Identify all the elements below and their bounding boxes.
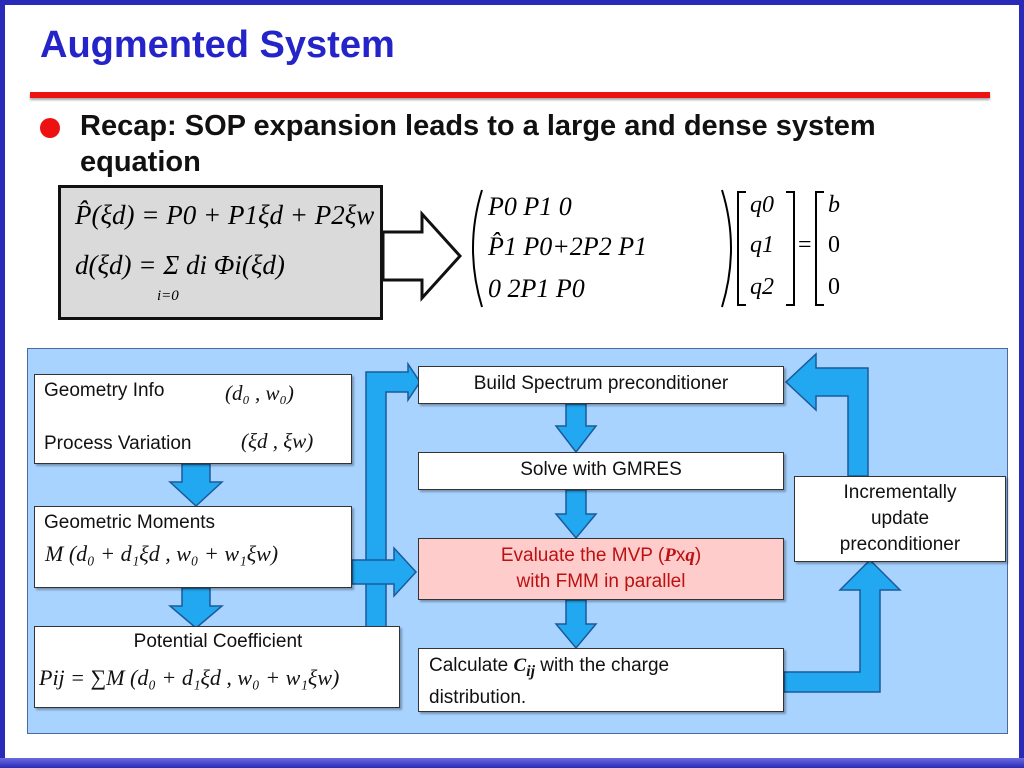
calculate-ij: ij	[526, 662, 535, 680]
matrix-left-paren	[472, 189, 483, 308]
geometric-moments-math: M (d₀ + d₁ξd , w₀ + w₁ξw)	[45, 541, 279, 566]
incremental-line2: update	[870, 508, 930, 529]
incremental-line3: preconditioner	[839, 534, 961, 555]
slide-frame-top	[0, 0, 1024, 5]
rhs-2: 0	[828, 232, 840, 258]
calculate-line2: distribution.	[429, 686, 527, 708]
sum-index: i=0	[157, 288, 179, 304]
evaluate-mvp-q: q	[685, 545, 695, 566]
down-arrow-icon	[554, 599, 598, 650]
down-arrow-icon	[168, 463, 224, 508]
calculate-C: C	[513, 655, 527, 676]
build-spectrum-label: Build Spectrum preconditioner	[473, 373, 729, 394]
augmented-matrix-equation: P0 P1 0 P̂1 P0+2P2 P1 0 2P1 P0 q0 q1 q2 …	[460, 186, 860, 311]
unknown-3: q2	[750, 274, 774, 300]
right-arrow-icon	[381, 210, 463, 302]
equation-line-1: P̂(ξd) = P0 + P1ξd + P2ξw	[75, 200, 375, 230]
equals-sign: =	[798, 232, 812, 258]
slide-frame-right	[1019, 0, 1024, 768]
down-arrow-icon	[167, 587, 225, 629]
matrix-row-2: P̂1 P0+2P2 P1	[488, 232, 648, 261]
matrix-brackets-svg	[472, 189, 824, 308]
title-underline	[30, 92, 990, 98]
recap-bullet-text: Recap: SOP expansion leads to a large an…	[80, 110, 876, 178]
up-left-arrow-icon	[784, 352, 869, 477]
evaluate-mvp-box: Evaluate the MVP (Pxq) with FMM in paral…	[418, 538, 784, 600]
down-arrow-icon	[554, 403, 598, 454]
geometry-info-math: (d₀ , w₀)	[225, 381, 294, 405]
calculate-line1: Calculate Cij with the charge	[429, 653, 783, 685]
evaluate-mvp-P: P	[664, 545, 676, 566]
geometric-moments-box: Geometric Moments M (d₀ + d₁ξd , w₀ + w₁…	[34, 506, 352, 588]
equation-line-2: d(ξd) = Σ di Φi(ξd)	[75, 250, 285, 280]
geometry-info-label: Geometry Info	[44, 380, 165, 401]
build-spectrum-box: Build Spectrum preconditioner	[418, 366, 784, 404]
potential-coefficient-math: Pij = ∑M (d₀ + d₁ξd , w₀ + w₁ξw)	[39, 665, 340, 690]
calculate-prefix: Calculate	[429, 655, 514, 676]
geometric-moments-label: Geometric Moments	[44, 512, 216, 533]
unknowns-left-bracket	[737, 191, 746, 306]
sop-equation-box: P̂(ξd) = P0 + P1ξd + P2ξw d(ξd) = Σ di Φ…	[58, 185, 383, 320]
rhs-1: b	[828, 192, 840, 218]
up-arrow-icon	[783, 558, 902, 693]
right-arrow-icon	[351, 546, 418, 598]
unknowns-right-bracket	[786, 191, 795, 306]
rhs-3: 0	[828, 274, 840, 300]
matrix-right-paren	[721, 189, 732, 308]
down-arrow-icon	[554, 489, 598, 540]
process-variation-label: Process Variation	[44, 433, 192, 454]
up-right-arrow-icon	[365, 361, 421, 629]
slide-frame-left	[0, 0, 5, 768]
evaluate-mvp-prefix: Evaluate the MVP (	[500, 545, 665, 566]
incremental-update-box: Incrementally update preconditioner	[794, 476, 1006, 562]
evaluate-mvp-line1: Evaluate the MVP (Pxq)	[419, 543, 783, 569]
evaluate-mvp-suffix: )	[694, 545, 702, 566]
slide-frame-bottom	[0, 758, 1024, 768]
geometry-info-box: Geometry Info (d₀ , w₀) Process Variatio…	[34, 374, 352, 464]
evaluate-mvp-x: x	[675, 545, 686, 566]
unknown-2: q1	[750, 232, 774, 258]
incremental-line1: Incrementally	[843, 482, 957, 503]
matrix-row-3: 0 2P1 P0	[488, 274, 585, 303]
calculate-suffix: with the charge	[534, 655, 670, 676]
potential-coefficient-box: Potential Coefficient Pij = ∑M (d₀ + d₁ξ…	[34, 626, 400, 708]
bullet-dot-icon	[40, 118, 60, 138]
calculate-capacitance-box: Calculate Cij with the charge distributi…	[418, 648, 784, 712]
rhs-left-bracket	[815, 191, 824, 306]
process-variation-math: (ξd , ξw)	[241, 429, 314, 453]
potential-coefficient-label: Potential Coefficient	[133, 631, 303, 652]
unknown-1: q0	[750, 192, 774, 218]
solve-gmres-label: Solve with GMRES	[520, 459, 682, 480]
matrix-row-1: P0 P1 0	[488, 192, 572, 221]
evaluate-mvp-line2: with FMM in parallel	[516, 571, 686, 592]
slide-title: Augmented System	[40, 24, 395, 66]
solve-gmres-box: Solve with GMRES	[418, 452, 784, 490]
